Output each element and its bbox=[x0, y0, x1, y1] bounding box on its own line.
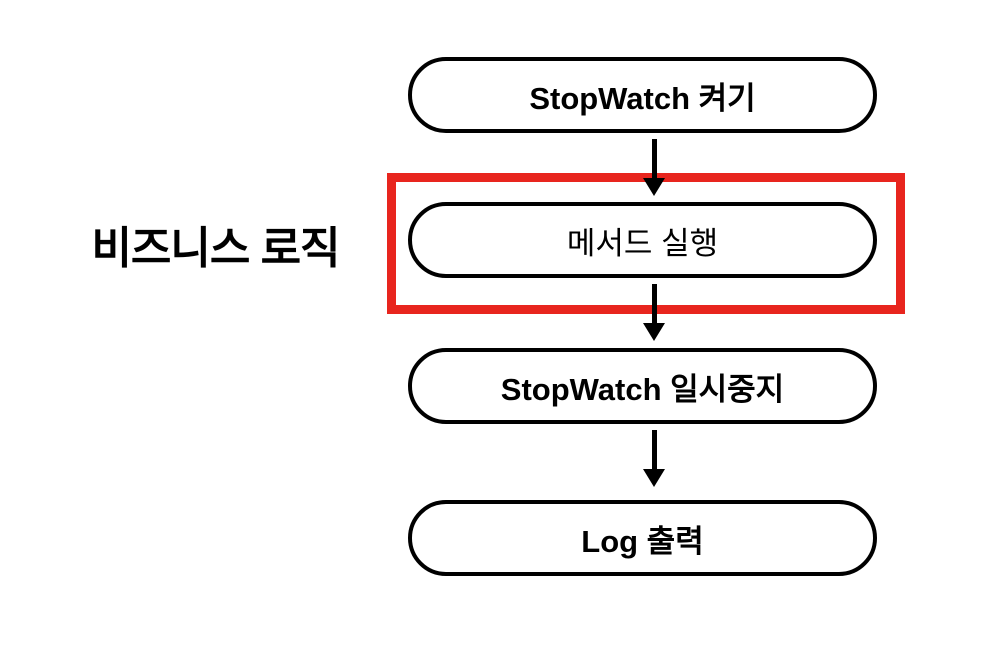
arrow-stem bbox=[651, 284, 657, 323]
flow-node-stopwatch-pause: StopWatch 일시중지 bbox=[408, 348, 877, 424]
arrow-down-icon bbox=[643, 139, 665, 196]
flow-node-label: StopWatch 일시중지 bbox=[500, 371, 785, 407]
business-logic-label: 비즈니스 로직 bbox=[91, 224, 340, 273]
flow-node-label: 메서드 실행 bbox=[566, 225, 719, 261]
arrow-stem bbox=[651, 139, 657, 178]
flow-node-label: Log 출력 bbox=[581, 523, 704, 559]
arrow-head bbox=[643, 178, 665, 196]
arrow-down-icon bbox=[643, 284, 665, 341]
arrow-head bbox=[643, 323, 665, 341]
red-highlight-box bbox=[387, 173, 905, 314]
flow-node-log-output: Log 출력 bbox=[408, 500, 877, 576]
flow-node-label: StopWatch 켜기 bbox=[529, 80, 756, 116]
flow-node-stopwatch-start: StopWatch 켜기 bbox=[408, 57, 877, 133]
arrow-down-icon bbox=[643, 430, 665, 487]
arrow-head bbox=[643, 469, 665, 487]
flow-node-method-execute: 메서드 실행 bbox=[408, 202, 877, 278]
arrow-stem bbox=[651, 430, 657, 469]
